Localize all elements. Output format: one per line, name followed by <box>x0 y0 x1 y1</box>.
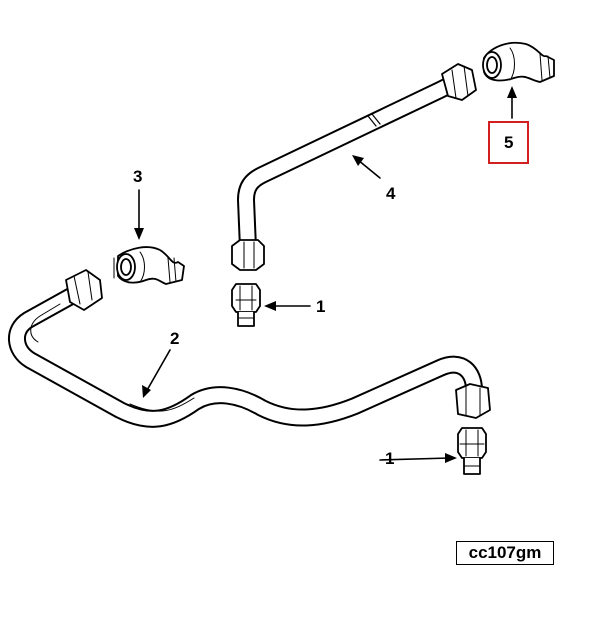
connector-1-lower <box>457 427 487 475</box>
figure-id-label: cc107gm <box>456 541 554 565</box>
leader-arrows <box>138 91 513 461</box>
elbow-fitting-3 <box>113 246 185 285</box>
callout-4: 4 <box>386 184 396 203</box>
callout-1-lower: 1 <box>385 449 395 468</box>
tube-2 <box>8 281 483 428</box>
tube-2-nut-left <box>65 269 103 311</box>
connector-1-upper <box>231 283 261 327</box>
callout-1-upper: 1 <box>316 297 326 316</box>
elbow-fitting-5 <box>482 41 555 83</box>
callout-5-highlight <box>488 121 529 164</box>
tube-2-nut-right <box>455 383 491 419</box>
tube-4 <box>237 75 461 257</box>
callout-3: 3 <box>133 167 143 186</box>
callout-5: 5 <box>504 133 514 152</box>
callout-2: 2 <box>170 329 180 348</box>
leader-arrowheads <box>134 86 517 463</box>
tube-4-nut-bottom <box>231 239 265 271</box>
tube-4-nut-right <box>441 63 477 101</box>
